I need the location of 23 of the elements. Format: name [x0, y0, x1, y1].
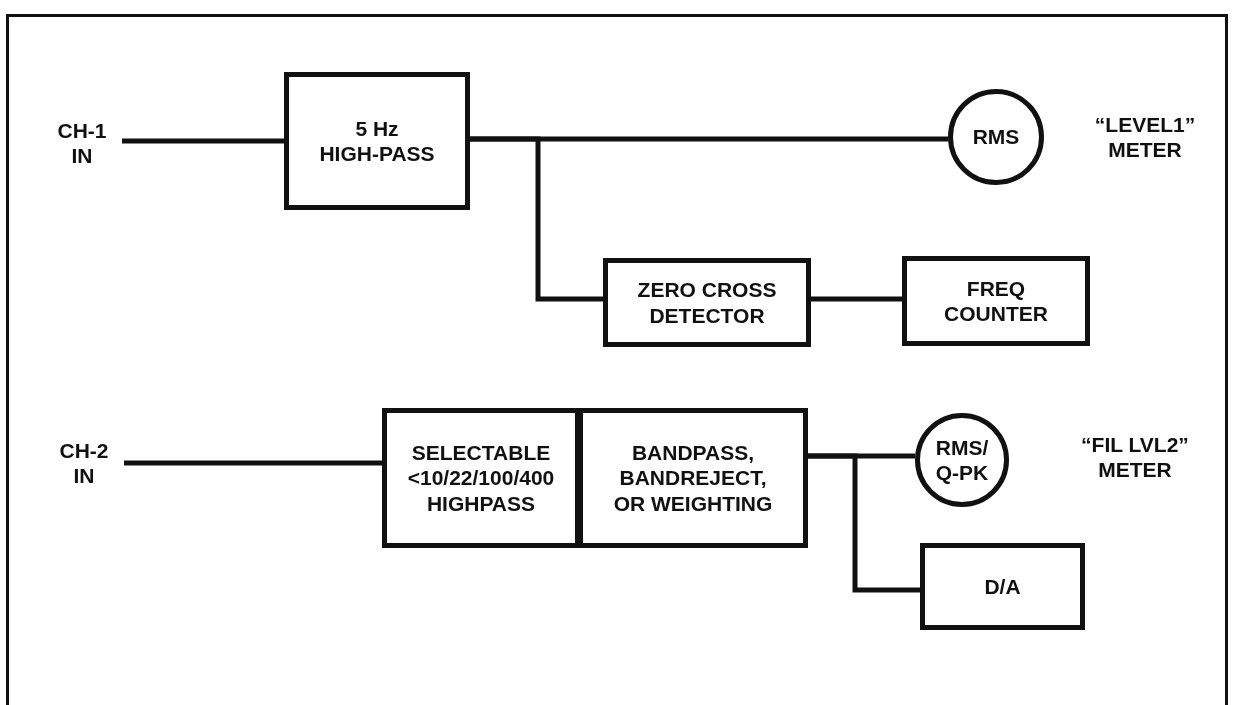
block-label: ZERO CROSS DETECTOR: [636, 277, 778, 328]
block-label: CH-1 IN: [56, 117, 108, 169]
block-box: [284, 72, 470, 210]
block-box: [603, 258, 811, 347]
block-label: SELECTABLE <10/22/100/400 HIGHPASS: [406, 440, 556, 516]
block-label: RMS: [971, 124, 1021, 150]
signal-line: [124, 460, 382, 466]
block-label: FREQ COUNTER: [943, 275, 1049, 327]
signal-line: [811, 296, 902, 302]
meter-caption: “LEVEL1” METER: [1093, 112, 1197, 163]
block-box: [382, 408, 580, 548]
block-label: BANDPASS, BANDREJECT, OR WEIGHTING: [612, 440, 774, 516]
block-label: RMS/ Q-PK: [934, 434, 990, 486]
signal-line: [470, 136, 603, 302]
meter-caption: “FIL LVL2” METER: [1080, 432, 1190, 483]
block-label: D/A: [983, 573, 1022, 600]
block-label: 5 Hz HIGH-PASS: [318, 115, 436, 167]
signal-line: [808, 453, 920, 593]
signal-line: [122, 138, 284, 144]
block-box: [902, 256, 1090, 346]
block-box: [920, 543, 1085, 630]
block-box: [578, 408, 808, 548]
block-label: CH-2 IN: [58, 437, 110, 489]
